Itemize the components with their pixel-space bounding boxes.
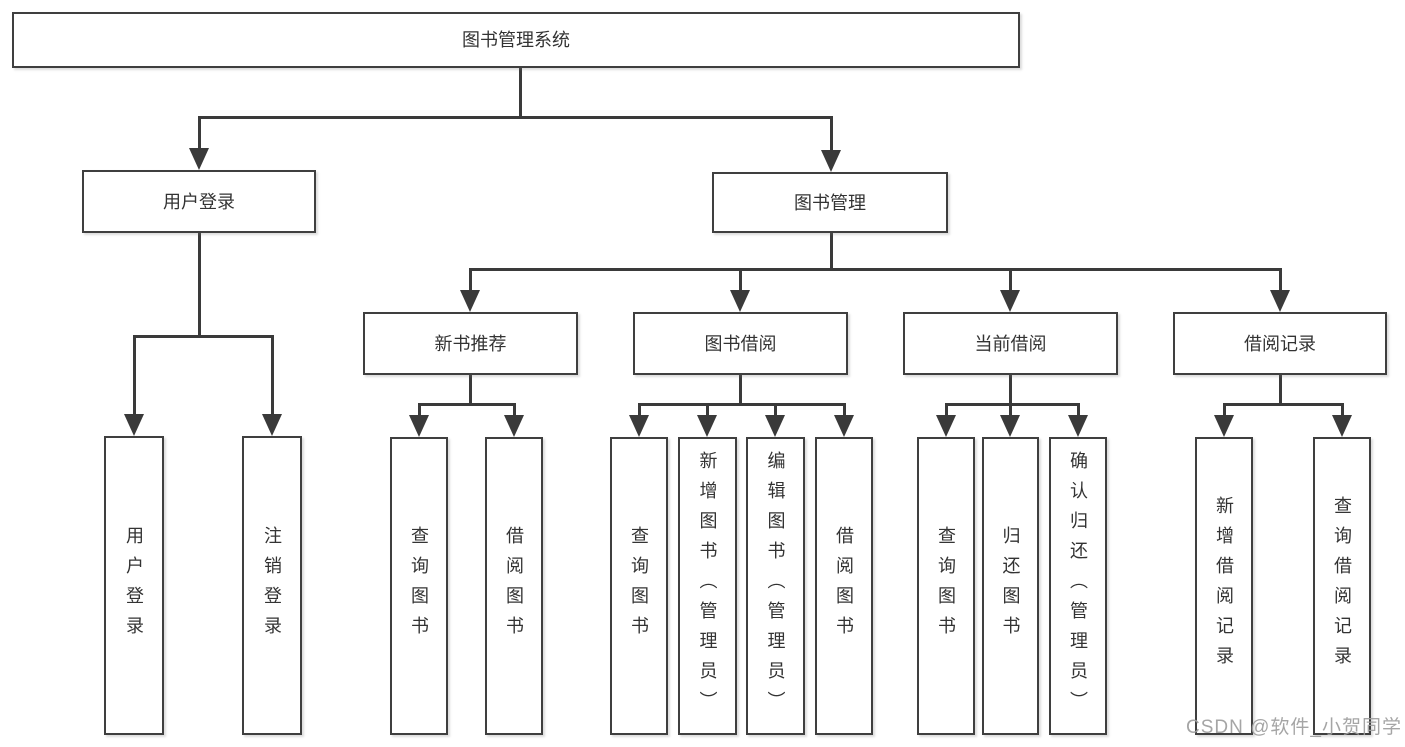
node-borrowing-records: 借阅记录	[1173, 312, 1387, 375]
arrow-down-icon	[460, 290, 480, 312]
leaf-recommend-borrow-books: 借阅图书	[485, 437, 543, 735]
node-label: 借阅记录	[1244, 333, 1316, 354]
node-label: 新增图书（管理员）	[697, 451, 718, 721]
node-label: 图书管理系统	[462, 30, 570, 50]
arrow-down-icon	[1332, 415, 1352, 437]
connector-line	[197, 233, 201, 338]
connector-line	[944, 403, 948, 419]
connector-line	[1222, 402, 1344, 406]
connector-line	[417, 402, 516, 406]
node-label: 借阅图书	[834, 526, 854, 646]
connector-line	[944, 402, 1080, 406]
arrow-down-icon	[730, 290, 750, 312]
node-label: 用户登录	[124, 525, 144, 646]
leaf-borrow-add-books-admin: 新增图书（管理员）	[678, 437, 737, 735]
arrow-down-icon	[821, 150, 841, 172]
leaf-current-query-books: 查询图书	[917, 437, 975, 735]
connector-line	[1278, 375, 1282, 406]
leaf-borrow-borrow-books: 借阅图书	[815, 437, 873, 735]
arrow-down-icon	[1068, 415, 1088, 437]
connector-line	[637, 403, 641, 419]
connector-line	[468, 267, 1282, 271]
connector-line	[1222, 403, 1226, 419]
connector-line	[1008, 403, 1012, 419]
leaf-borrow-edit-books-admin: 编辑图书（管理员）	[746, 437, 805, 735]
node-current-borrowing: 当前借阅	[903, 312, 1118, 375]
connector-line	[842, 403, 846, 419]
connector-line	[468, 268, 472, 294]
node-label: 查询图书	[629, 526, 649, 646]
arrow-down-icon	[1000, 290, 1020, 312]
node-label: 新增借阅记录	[1214, 496, 1234, 676]
node-label: 图书借阅	[704, 333, 777, 354]
connector-line	[512, 403, 516, 419]
node-label: 查询借阅记录	[1332, 496, 1352, 676]
arrow-down-icon	[765, 415, 785, 437]
leaf-borrow-query-books: 查询图书	[610, 437, 668, 735]
connector-line	[197, 118, 201, 152]
connector-line	[773, 403, 777, 419]
connector-line	[132, 334, 274, 338]
connector-line	[738, 268, 742, 294]
connector-line	[468, 375, 472, 406]
arrow-down-icon	[1000, 415, 1020, 437]
arrow-down-icon	[124, 414, 144, 436]
node-label: 用户登录	[163, 191, 235, 212]
arrow-down-icon	[936, 415, 956, 437]
connector-line	[1076, 403, 1080, 419]
node-user-login: 用户登录	[82, 170, 316, 233]
node-label: 查询图书	[409, 526, 429, 646]
node-library-management-system: 图书管理系统	[12, 12, 1020, 68]
node-book-borrowing: 图书借阅	[633, 312, 848, 375]
node-label: 注销登录	[262, 525, 282, 646]
connector-line	[705, 403, 709, 419]
connector-line	[1340, 403, 1344, 419]
leaf-user-login: 用户登录	[104, 436, 164, 735]
arrow-down-icon	[189, 148, 209, 170]
connector-line	[637, 402, 846, 406]
arrow-down-icon	[1214, 415, 1234, 437]
connector-line	[1008, 268, 1012, 294]
node-label: 归还图书	[1000, 526, 1021, 646]
node-label: 编辑图书（管理员）	[765, 451, 786, 721]
node-label: 确认归还（管理员）	[1068, 451, 1088, 721]
arrow-down-icon	[409, 415, 429, 437]
csdn-watermark: CSDN @软件_小贺同学	[1186, 717, 1402, 738]
leaf-logout: 注销登录	[242, 436, 302, 735]
arrow-down-icon	[504, 415, 524, 437]
leaf-current-confirm-return-admin: 确认归还（管理员）	[1049, 437, 1107, 735]
node-label: 当前借阅	[974, 333, 1047, 354]
node-book-management: 图书管理	[712, 172, 948, 233]
connector-line	[197, 115, 833, 119]
connector-line	[738, 375, 742, 406]
node-label: 新书推荐	[434, 333, 507, 354]
arrow-down-icon	[629, 415, 649, 437]
leaf-records-query-record: 查询借阅记录	[1313, 437, 1371, 735]
connector-line	[132, 335, 136, 418]
connector-line	[1008, 375, 1012, 406]
connector-line	[270, 335, 274, 418]
node-label: 查询图书	[936, 526, 956, 646]
node-label: 借阅图书	[504, 526, 524, 646]
node-new-book-recommendation: 新书推荐	[363, 312, 578, 375]
connector-line	[829, 118, 833, 154]
leaf-current-return-books: 归还图书	[982, 437, 1039, 735]
leaf-records-add-record: 新增借阅记录	[1195, 437, 1253, 735]
connector-line	[1278, 268, 1282, 294]
node-label: 图书管理	[794, 192, 866, 213]
connector-line	[829, 233, 833, 271]
connector-line	[417, 403, 421, 419]
arrow-down-icon	[834, 415, 854, 437]
arrow-down-icon	[1270, 290, 1290, 312]
arrow-down-icon	[262, 414, 282, 436]
connector-line	[518, 68, 522, 118]
leaf-recommend-query-books: 查询图书	[390, 437, 448, 735]
arrow-down-icon	[697, 415, 717, 437]
